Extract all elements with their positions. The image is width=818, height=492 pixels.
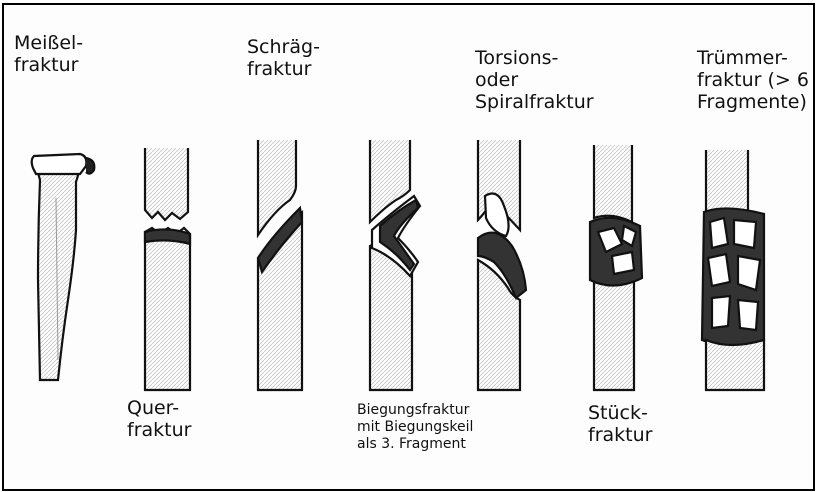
bone-stueck-icon [590, 145, 642, 390]
bone-truemmer-icon [702, 150, 764, 390]
bone-meissel-icon [32, 154, 95, 380]
bone-quer-icon [145, 148, 190, 390]
bone-torsion-icon [478, 140, 526, 390]
bone-schraeg-icon [258, 140, 302, 390]
bone-biegung-icon [370, 140, 420, 390]
